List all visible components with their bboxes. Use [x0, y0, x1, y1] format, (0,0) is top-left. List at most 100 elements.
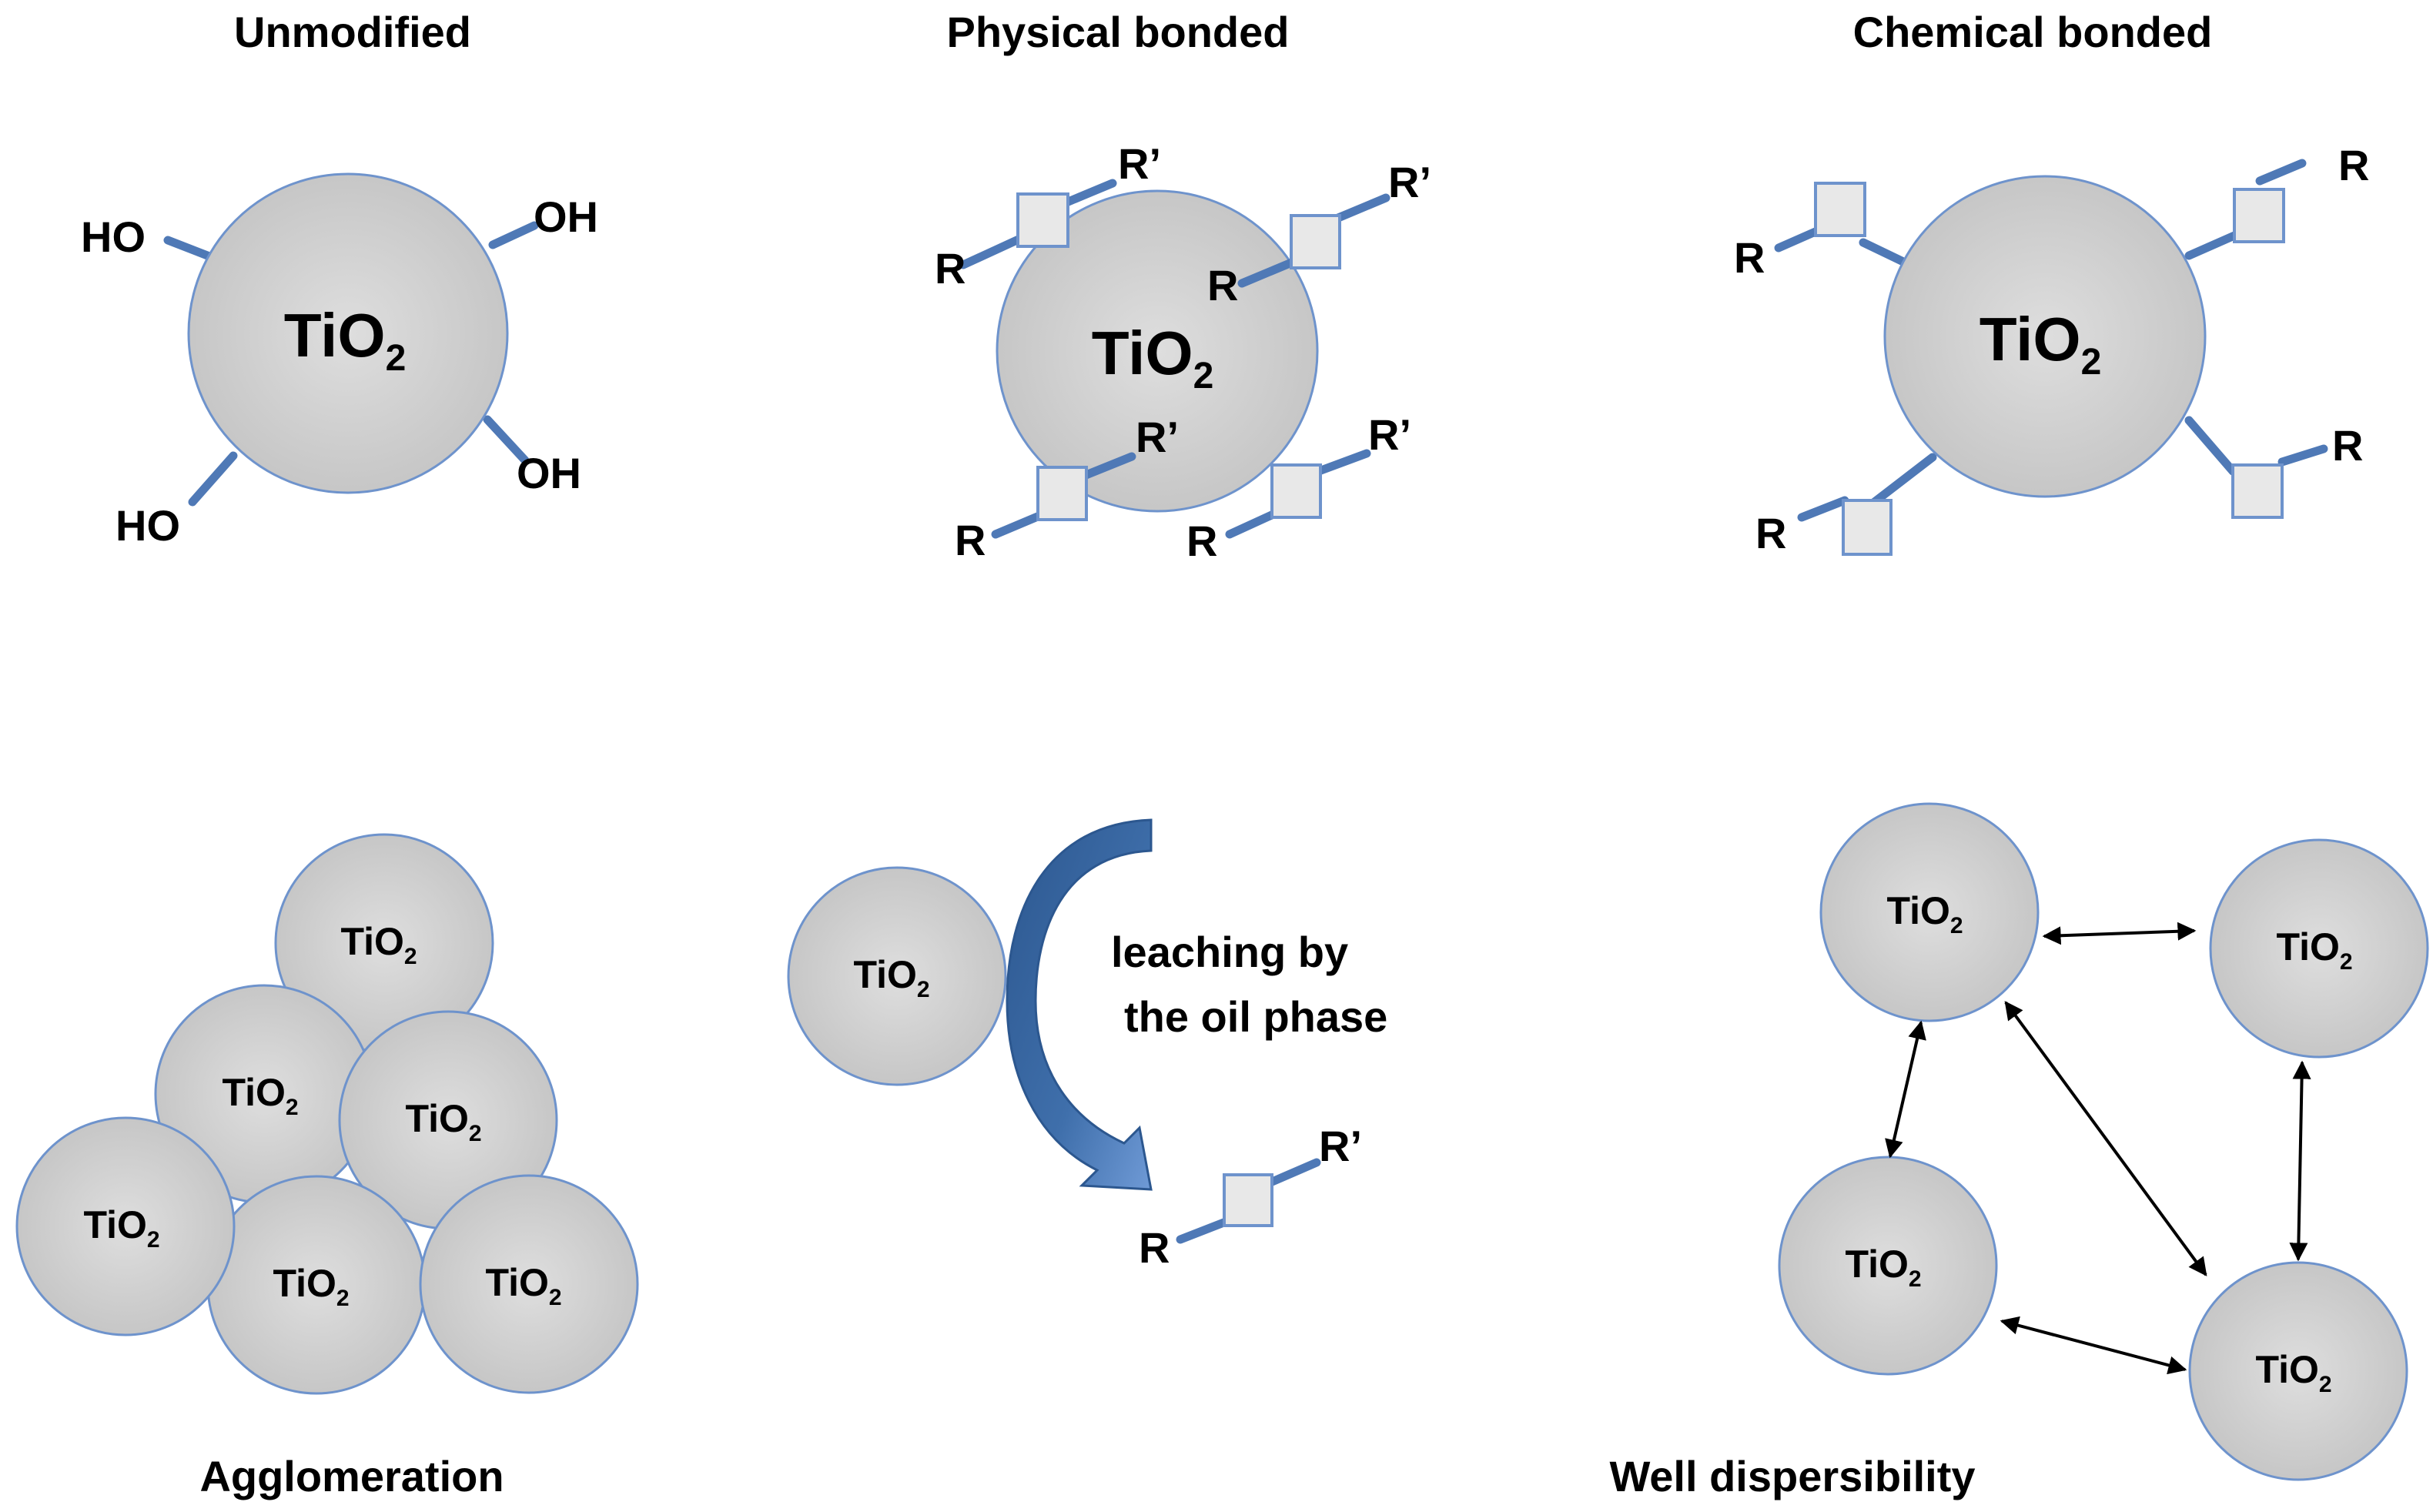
double-arrow [2289, 1060, 2311, 1262]
r-group-label: R [1755, 509, 1786, 557]
r-prime-label: R’ [1118, 139, 1161, 188]
bond-line [1079, 452, 1136, 480]
tio2-particle [419, 1174, 639, 1394]
bond-line [1774, 226, 1822, 253]
tio2-small-particle: TiO2 [274, 833, 494, 1053]
bond-line [488, 221, 539, 249]
chemical-bonded-particle: R R R R TiO2 [1734, 141, 2369, 557]
surfactant-molecule: R R’ [935, 139, 1161, 293]
physical-bonded-particle: TiO2 R R’ R R’ R R’ [935, 139, 1431, 565]
agglomeration-cluster: TiO2 TiO2 TiO2 TiO2 TiO2 TiO2 [15, 833, 639, 1395]
tio2-small-particle: TiO2 [1819, 802, 2040, 1022]
r-group-label: R [1139, 1223, 1170, 1272]
bond-line [2184, 231, 2239, 260]
tio2-particle [2188, 1261, 2408, 1481]
leaching-text-line2: the oil phase [1124, 992, 1387, 1041]
double-arrow [1885, 1020, 1926, 1159]
tio2-small-particle: TiO2 [206, 1175, 427, 1395]
double-arrow [2042, 922, 2197, 945]
heading-unmodified: Unmodified [234, 8, 471, 56]
tio2-particle [787, 866, 1007, 1086]
surfactant-molecule: R R’ [955, 413, 1179, 564]
bond-line [1176, 1217, 1230, 1244]
r-group-label: R [955, 516, 986, 564]
bond-line [1237, 257, 1298, 288]
heading-physical-bonded: Physical bonded [947, 8, 1290, 56]
surfactant-head [2231, 463, 2284, 519]
tio2-particle [1883, 175, 2207, 498]
bond-line [1868, 453, 1937, 508]
heading-chemical-bonded: Chemical bonded [1853, 8, 2213, 56]
tio2-small-particle: TiO2 [15, 1116, 236, 1336]
bond-line [1062, 179, 1117, 207]
tio2-label: TiO2 [284, 301, 407, 379]
double-arrow [2004, 1001, 2207, 1276]
bond-line [2277, 444, 2328, 467]
r-prime-label: R’ [1136, 413, 1179, 461]
leaching-panel: TiO2 leaching by the oil phase R R’ [787, 818, 1387, 1272]
surfactant-molecule: R R’ [1139, 1122, 1362, 1272]
tio2-label: TiO2 [83, 1203, 159, 1253]
r-prime-label: R’ [1388, 158, 1431, 206]
tio2-particle [996, 189, 1319, 513]
tio2-label: TiO2 [853, 953, 929, 1002]
bond-line [959, 234, 1025, 269]
tio2-label: TiO2 [1845, 1243, 1921, 1292]
bond-line [1314, 449, 1371, 476]
r-prime-label: R’ [1319, 1122, 1362, 1170]
hydroxyl-label: OH [534, 192, 598, 241]
r-group-label: R [2332, 421, 2363, 470]
r-prime-label: R’ [1368, 410, 1411, 459]
tio2-label: TiO2 [222, 1071, 298, 1120]
bond-line [1266, 1158, 1321, 1187]
bond-line [1334, 193, 1391, 222]
tio2-small-particle: TiO2 [338, 1010, 558, 1230]
r-group-label: R [1734, 233, 1765, 282]
tio2-particle [187, 172, 509, 494]
surfactant-head [1290, 214, 1341, 269]
tio2-label: TiO2 [405, 1097, 481, 1146]
surfactant-head [1036, 466, 1088, 521]
tio2-label: TiO2 [340, 920, 417, 969]
surfactant-head [1223, 1173, 1273, 1227]
leaching-text-line1: leaching by [1111, 928, 1348, 976]
tio2-label: TiO2 [485, 1261, 561, 1310]
surfactant-head [1814, 182, 1866, 237]
surfactant-head [1842, 499, 1893, 556]
tio2-label: TiO2 [2255, 1348, 2331, 1397]
bond-line [483, 415, 530, 465]
tio2-label: TiO2 [273, 1262, 349, 1311]
tio2-label: TiO2 [1092, 319, 1214, 396]
r-group-label: R [2338, 141, 2369, 189]
surfactant-head [2233, 188, 2285, 243]
hydroxyl-label: OH [517, 449, 581, 497]
tio2-small-particle: TiO2 [1778, 1156, 1998, 1376]
bond-line [163, 236, 214, 261]
tio2-small-particle: TiO2 [419, 1174, 639, 1394]
bond-line [2184, 416, 2237, 476]
agglomeration-label: Agglomeration [199, 1452, 504, 1500]
tio2-label: TiO2 [1980, 305, 2102, 383]
tio2-label: TiO2 [2276, 925, 2352, 975]
r-group-label: R [1207, 261, 1238, 309]
double-arrow [2000, 1316, 2187, 1375]
hydroxyl-label: HO [115, 501, 180, 550]
tio2-particle [15, 1116, 236, 1336]
dispersed-network: TiO2 TiO2 TiO2 TiO2 [1778, 802, 2429, 1481]
surfactant-molecule: R R’ [1207, 158, 1431, 309]
tio2-particle [2209, 838, 2429, 1059]
bond-line [188, 451, 238, 507]
surfactant-molecule: R R’ [1186, 410, 1411, 565]
tio2-small-particle: TiO2 [787, 866, 1007, 1086]
unmodified-particle: TiO2 HO OH HO OH [81, 172, 598, 550]
surfactant-head [1016, 192, 1069, 248]
bond-line [1859, 238, 1908, 266]
tio2-small-particle: TiO2 [2188, 1261, 2408, 1481]
bond-line [1225, 509, 1280, 539]
surfactant-head [1270, 463, 1322, 519]
tio2-label: TiO2 [1886, 889, 1963, 938]
bond-line [991, 511, 1044, 539]
bond-line [2255, 159, 2307, 186]
r-group-label: R [935, 244, 966, 293]
